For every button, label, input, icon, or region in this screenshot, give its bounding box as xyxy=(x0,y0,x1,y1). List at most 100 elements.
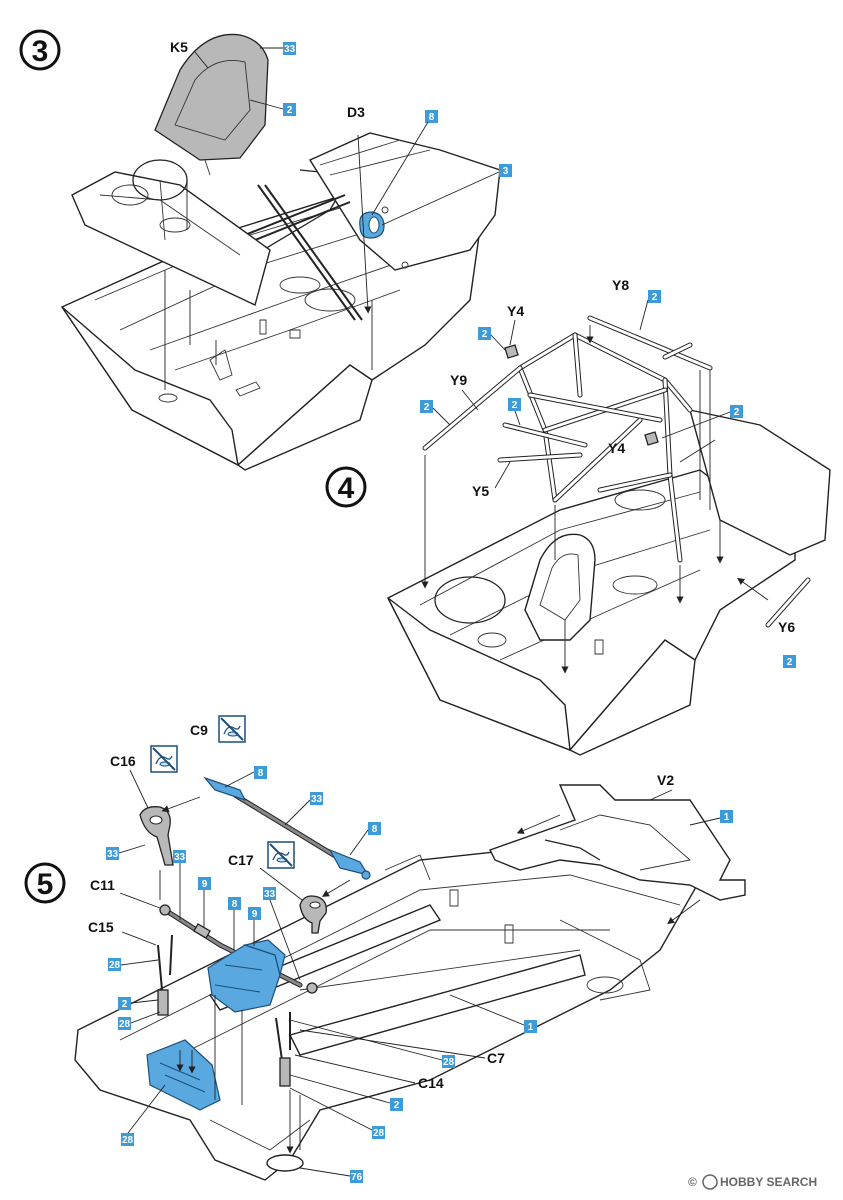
color-chip: 2 xyxy=(390,1098,403,1111)
c15-shock xyxy=(157,934,173,1016)
color-chip: 2 xyxy=(283,103,296,116)
color-chip: 28 xyxy=(442,1055,455,1068)
label-k5: K5 xyxy=(170,39,188,55)
svg-text:3: 3 xyxy=(503,166,509,177)
label-c9: C9 xyxy=(190,722,208,738)
svg-text:33: 33 xyxy=(264,889,276,900)
y9-bar xyxy=(422,365,523,451)
svg-text:28: 28 xyxy=(119,1019,131,1030)
label-c16: C16 xyxy=(110,753,136,769)
color-chip: 28 xyxy=(372,1126,385,1139)
step3-rear-deck xyxy=(308,132,501,271)
color-chip: 8 xyxy=(368,822,381,835)
svg-text:33: 33 xyxy=(311,794,323,805)
step-3-number: 3 xyxy=(32,35,49,68)
step3-dashboard xyxy=(71,159,271,306)
color-chip: 33 xyxy=(310,792,323,805)
gearbox-block xyxy=(207,939,286,1013)
svg-text:33: 33 xyxy=(107,849,119,860)
c17-part xyxy=(299,895,327,934)
svg-text:33: 33 xyxy=(284,44,296,55)
step5-chassis-floor xyxy=(74,844,702,1181)
svg-text:8: 8 xyxy=(372,824,378,835)
label-c14: C14 xyxy=(418,1075,444,1091)
label-y5: Y5 xyxy=(472,483,489,499)
no-glue-icon xyxy=(150,745,178,773)
color-chip: 8 xyxy=(228,897,241,910)
color-chip: 8 xyxy=(254,766,267,779)
watermark-text: HOBBY SEARCH xyxy=(720,1175,817,1189)
roll-cage xyxy=(517,332,693,563)
step-3-number-badge: 3 xyxy=(19,29,61,71)
svg-text:2: 2 xyxy=(512,400,518,411)
step-4-number: 4 xyxy=(338,472,355,505)
svg-text:2: 2 xyxy=(287,105,293,116)
step-5-number-badge: 5 xyxy=(24,862,66,904)
svg-text:28: 28 xyxy=(443,1057,455,1068)
c16-part xyxy=(139,806,174,866)
color-chip: 1 xyxy=(524,1020,537,1033)
color-chip: 2 xyxy=(648,290,661,303)
step-3: 3 xyxy=(19,29,512,471)
svg-text:1: 1 xyxy=(528,1022,534,1033)
color-chip: 2 xyxy=(508,398,521,411)
svg-text:8: 8 xyxy=(429,112,435,123)
watermark-symbol: © xyxy=(688,1175,697,1189)
step-4: 4 xyxy=(325,277,831,756)
step-5-number: 5 xyxy=(37,868,54,901)
step4-chassis-tub xyxy=(387,409,831,756)
svg-text:76: 76 xyxy=(351,1172,363,1183)
no-glue-icon xyxy=(267,841,295,869)
color-chip: 76 xyxy=(350,1170,363,1183)
label-c15: C15 xyxy=(88,919,114,935)
d3-part xyxy=(359,211,385,239)
svg-text:1: 1 xyxy=(724,812,730,823)
color-chip: 2 xyxy=(478,327,491,340)
color-chip: 2 xyxy=(730,405,743,418)
label-c17: C17 xyxy=(228,852,254,868)
svg-text:8: 8 xyxy=(258,768,264,779)
label-c7: C7 xyxy=(487,1050,505,1066)
y4-bracket xyxy=(504,344,519,359)
svg-text:2: 2 xyxy=(424,402,430,413)
color-chip: 2 xyxy=(420,400,433,413)
watermark: © HOBBY SEARCH xyxy=(688,1174,817,1190)
svg-text:2: 2 xyxy=(482,329,488,340)
svg-text:9: 9 xyxy=(202,879,208,890)
color-chip: 33 xyxy=(106,847,119,860)
label-d3: D3 xyxy=(347,104,365,120)
y6-bar xyxy=(765,577,811,628)
label-y9: Y9 xyxy=(450,372,467,388)
svg-text:28: 28 xyxy=(109,960,121,971)
c9-rod xyxy=(203,776,371,880)
color-chip: 33 xyxy=(263,887,276,900)
svg-text:2: 2 xyxy=(394,1100,400,1111)
label-y6: Y6 xyxy=(778,619,795,635)
seat-k5 xyxy=(154,33,269,176)
svg-text:28: 28 xyxy=(122,1135,134,1146)
label-y4: Y4 xyxy=(507,303,524,319)
step-5: 5 xyxy=(24,715,746,1183)
no-glue-icon xyxy=(218,715,246,743)
color-chip: 9 xyxy=(248,907,261,920)
label-y8: Y8 xyxy=(612,277,629,293)
color-chip: 3 xyxy=(499,164,512,177)
color-chip: 28 xyxy=(121,1133,134,1146)
step-4-number-badge: 4 xyxy=(325,466,367,508)
color-chip: 9 xyxy=(198,877,211,890)
color-chip: 1 xyxy=(720,810,733,823)
color-chip: 33 xyxy=(173,850,186,863)
step4-seat xyxy=(524,533,596,641)
y5-bar xyxy=(497,422,588,463)
svg-text:2: 2 xyxy=(734,407,740,418)
svg-text:8: 8 xyxy=(232,899,238,910)
svg-text:9: 9 xyxy=(252,909,258,920)
fuel-tank xyxy=(146,1039,221,1111)
color-chip: 2 xyxy=(118,997,131,1010)
svg-text:2: 2 xyxy=(787,657,793,668)
label-c11: C11 xyxy=(90,877,115,893)
color-chip: 28 xyxy=(118,1017,131,1030)
hobby-search-logo-icon xyxy=(702,1174,718,1190)
color-chip: 33 xyxy=(283,42,296,55)
